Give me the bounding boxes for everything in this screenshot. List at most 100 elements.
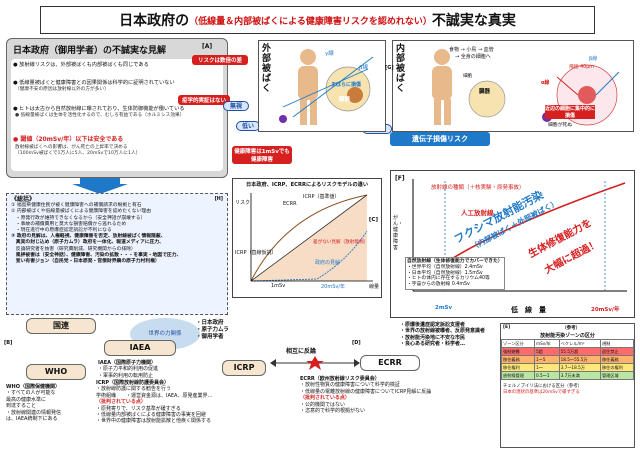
organ-label-ext: 臓器	[339, 97, 351, 103]
table-header-cell: ベクレル/m²	[558, 339, 601, 348]
table-cell: 移住の権利	[599, 363, 635, 372]
who-desc-line: ・すべての人が可能な	[6, 390, 56, 397]
icrp-desc-line: ・低線量内部被ばくによる健康障害の事実を回避	[96, 412, 206, 419]
natural-heading: 自然放射線（生体修復能力でカバーできた）	[407, 259, 503, 264]
who-desc-line: ・放射線関連の情報発信	[6, 409, 62, 416]
table-e-tag: [E]	[503, 325, 511, 330]
table-cell: 居住禁止	[599, 347, 635, 356]
ecrr-desc-line: ・恣意的で科学的根拠がない	[300, 408, 366, 415]
chart-c-note: 差がない見解（放射能側）	[313, 240, 369, 245]
table-row: 放射線管理 0.5～1 3.7万未満 管理区域	[500, 371, 635, 380]
icrp-desc-line: 学術組織 ・運営資金源は、IAEA、原発産業界…	[96, 392, 213, 399]
summary-line: ① 福島県健康住民が被く健康障害への補償請求の根拠と有石	[11, 203, 142, 209]
natural-line: ・日本平均（自然放射線）1.5mSv	[407, 270, 483, 276]
title-part-a: 日本政府の	[119, 13, 190, 29]
beta-label-int: β線	[589, 56, 598, 62]
table-cell: 強制避難	[500, 347, 536, 356]
callout-no-epidemiology: 疫学的実証はない	[178, 95, 230, 105]
bullet-4: ● 閾値（20mSv/年）以下は安全である	[13, 136, 124, 143]
whole-body-text: → 全身の細胞へ	[455, 54, 491, 60]
gene-damage-banner: 遺伝子損傷リスク	[390, 132, 490, 146]
internal-label: 内部被ばく	[396, 44, 406, 94]
summary-line: 真実の封じ込め（原子力ムラ）政府を一体化、報道メディアに圧力、	[11, 240, 164, 246]
japan-ref-item: ・原子力ムラ	[196, 327, 229, 333]
ecrr-box: ECRR	[360, 355, 420, 371]
summary-line: ・現在進行中の原爆症認定訴訟が不利になる	[11, 228, 112, 234]
table-cell: 移住義務	[599, 355, 635, 364]
table-e-footnote: チェルノブイリ法における区分（参考）	[503, 384, 583, 389]
panel-external-exposure: 外部被ばく γ線 β線 臓器 まばらに損傷	[258, 40, 386, 132]
icrp-desc-line: ICRP（国際放射線防護委員会）	[96, 380, 170, 386]
health-damage-chart: [F] 放射線の種類（＋核実験・原発事故） 人工放射線 フクシマ放射能汚染 （内…	[390, 170, 635, 318]
ecrr-supporters: ・原爆後遺症認定訴訟支援者 ・世界の放射線被曝者、反原発意識者 ・放射能汚染地に…	[400, 322, 500, 348]
title-subtitle: （低線量＆内部被ばくによる健康障害リスクを認めれない）	[189, 16, 432, 27]
chart-c-govt-label: 政府の見解	[315, 260, 341, 266]
table-cell: 管理区域	[599, 371, 635, 380]
iaea-description: IAEA（国際原子力機関） ・原子力平和的利用の促進 ・軍事的利用の転用防止	[98, 360, 198, 379]
food-chain-text: 食物 → 小鳥 → 血管	[449, 47, 494, 53]
who-desc-line: は、IAEA統制下にある	[6, 416, 58, 423]
iaea-desc-line: ・軍事的利用の転用防止	[98, 372, 154, 379]
chart-f-top-label: 放射線の種類（＋核実験・原発事故）	[431, 185, 525, 191]
risk-model-chart: 日本政府、ICRP、ECRRによるリスクモデルの違い [C] リスク 線量 1m…	[232, 178, 382, 298]
down-arrow-icon	[72, 178, 128, 194]
ecrr-supporter-line: ・良心ある研究者・科学者…	[400, 341, 466, 348]
bullet-1: ● 放射線リスクは、外部被ばくも内部被ばくも同じである	[13, 62, 149, 68]
japan-ref-list: ・日本政府 ・原子力ムラ ・御用学者	[196, 320, 229, 341]
alpha-label: α線	[541, 80, 550, 86]
table-cell: 放射線管理	[500, 371, 536, 380]
icrp-desc-line: （批判されている点）	[96, 399, 146, 406]
table-cell: 0.5～1	[534, 371, 560, 380]
tag-b: [B]	[4, 340, 13, 346]
callout-risk-diff: リスクは数倍の差	[192, 55, 248, 65]
chart-c-tag: [C]	[368, 217, 378, 223]
tag-d: [D]	[352, 340, 361, 346]
external-body-illustration	[279, 49, 374, 125]
chart-c-xtick-1: 1mSv	[271, 283, 286, 289]
bullet-3: ● ヒトは太古から自然放射線に曝されており、生体防御機能が働いている	[13, 106, 185, 112]
table-cell: 55.5万超	[558, 347, 601, 356]
beta-label-ext: β線	[359, 65, 369, 71]
summary-line: ② 内部被ばくや低線量被ばくによる健康障害を認めたくない理由	[11, 209, 151, 215]
who-desc-line: WHO（国際保健機関）	[6, 384, 60, 390]
table-header-cell: 規制	[599, 339, 635, 348]
govt-curve	[250, 230, 368, 282]
ecrr-supporter-line: ・原爆後遺症認定訴訟支援者	[400, 322, 466, 328]
table-cell: 1～5	[534, 355, 560, 364]
natural-line: ・ヒトの体内に存在するカリウム40等	[407, 276, 490, 282]
table-cell: 5超	[534, 347, 560, 356]
ecrr-supporter-line: ・世界の放射線被曝者、反原発意識者	[400, 328, 486, 335]
natural-box: 自然放射線（生体修復能力でカバーできた） ・世界平均（自然放射線）2.4mSv …	[405, 257, 505, 290]
panel-a-heading: 日本政府（御用学者）の不誠実な見解	[13, 46, 167, 56]
table-cell: 18.5～55.5万	[558, 355, 601, 364]
summary-line: ・原発行政が維持できなくなるから（安全神話が崩壊する）	[11, 215, 146, 221]
internal-body-illustration	[432, 49, 620, 126]
ecrr-desc-line: （批判されている点）	[300, 395, 350, 402]
page-title: 日本政府の （低線量＆内部被ばくによる健康障害リスクを認めれない） 不誠実な真実	[40, 6, 595, 34]
summary-line: 反論研究者を妨害（研究費削減、研究機関からの排除）	[11, 246, 136, 252]
chart-c-xlabel: 線量	[368, 284, 379, 290]
ecrr-curve	[250, 194, 368, 282]
iaea-box: IAEA	[104, 340, 176, 356]
panel-a-tag: [A]	[202, 43, 213, 50]
cell-label: 細胞	[463, 74, 473, 79]
ecrr-description: ECRR（欧州放射線リスク委員会） ・放射性物質の健康障害について科学的検証 ・…	[300, 376, 496, 414]
panel-a-body	[11, 59, 223, 171]
rebuttal-arrow-icon	[270, 356, 360, 370]
chart-c-icrp-risk-label: ICRP（基準値）	[303, 194, 340, 200]
table-header-cell: ゾーン区分	[500, 339, 536, 348]
ecrr-desc-line: ・低線量の電離放射線の健康障害についてICRP見解に反論	[300, 388, 432, 395]
note-4: （100mSv被ばくで1万人に5人、20mSvで10万人に1人）	[15, 151, 141, 156]
dense-damage-label: 近辺の細胞に集中的に損傷	[545, 105, 596, 119]
chart-c-icrp-line-label: ICRP（直線仮説）	[235, 250, 277, 256]
icrp-line	[250, 194, 368, 282]
ecrr-desc-line: ・放射性物質の健康障害について科学的検証	[300, 382, 400, 389]
mutual-rebuttal-label: 相互に反論	[286, 348, 317, 355]
summary-heading: 《総括》	[11, 196, 36, 203]
note-3: 放射線被ばくへの影響は、がん死亡の上昇率で決める	[15, 145, 128, 150]
summary-line: ・事故の補償費用と莫大な損害賠償から逃れるため	[11, 221, 127, 227]
chart-f-tag: [F]	[395, 175, 405, 182]
chart-f-xtick-1: 2mSv	[435, 305, 453, 311]
panel-internal-exposure: 内部被ばく [G] 食物 → 小鳥 → 血管 → 全身の細胞へ 臓器 細胞 近辺…	[385, 40, 634, 132]
iaea-desc-line: ・原子力平和的利用の促進	[98, 366, 159, 373]
